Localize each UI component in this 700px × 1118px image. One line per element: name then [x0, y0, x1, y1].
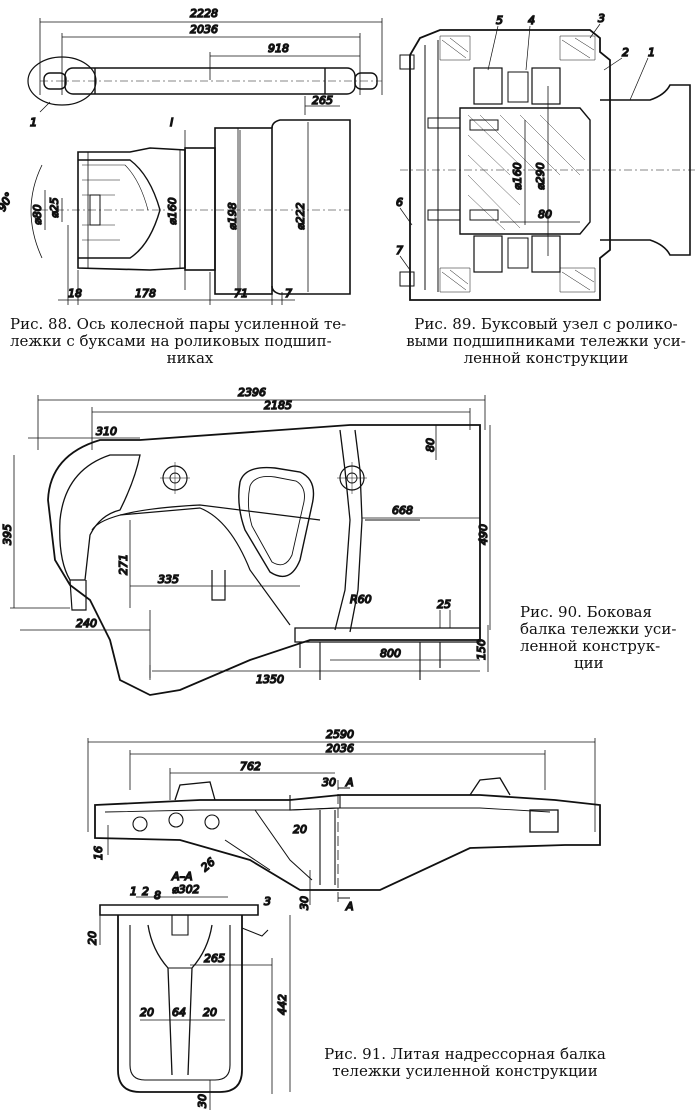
fig89-callout-1: 1: [648, 46, 655, 59]
fig91-dim-16: 16: [92, 846, 105, 860]
fig91-dim-265: 265: [204, 952, 225, 965]
fig91-section-title: А–А: [171, 870, 193, 883]
fig88-label-1: 1: [30, 116, 37, 129]
fig91-callout-3: 3: [264, 895, 271, 908]
fig91-dim-20-a: 20: [140, 1006, 154, 1019]
fig91-caption-line: Рис. 91. Литая надрессорная балка: [324, 1045, 606, 1063]
fig91-caption-line: тележки усиленной конструкции: [332, 1062, 598, 1080]
fig90-caption: Рис. 90. Боковая балка тележки уси- ленн…: [520, 604, 698, 672]
fig90-caption-line: ленной конструк-: [520, 637, 661, 655]
fig89-dim-d290: ⌀290: [534, 162, 547, 190]
fig89-callout-4: 4: [528, 14, 535, 27]
fig91-caption: Рис. 91. Литая надрессорная балка тележк…: [300, 1046, 630, 1080]
fig88-caption-line: Рис. 88. Ось колесной пары усиленной те-: [10, 315, 347, 333]
fig90-dim-271: 271: [117, 554, 130, 575]
fig89-callout-7: 7: [396, 244, 403, 257]
fig88-dim-18: 18: [68, 287, 82, 300]
fig90-dim-800: 800: [380, 647, 401, 660]
fig91-dim-30-bottom: 30: [298, 896, 311, 910]
fig91-dim-d302: ⌀302: [172, 883, 200, 896]
fig88-caption-line: лежки с буксами на роликовых подшип-: [10, 332, 332, 350]
fig90-dim-310: 310: [96, 425, 117, 438]
fig89-caption-line: выми подшипниками тележки уси-: [406, 332, 686, 350]
fig89-callout-2: 2: [622, 46, 629, 59]
fig88-drawing: [27, 18, 383, 305]
fig91-dim-762: 762: [240, 760, 261, 773]
fig90-dim-R60: R60: [350, 593, 372, 606]
fig89-caption-line: ленной конструкции: [463, 349, 629, 367]
fig90-caption-line: балка тележки уси-: [520, 620, 677, 638]
fig90-dim-668: 668: [392, 504, 413, 517]
fig89-callout-6: 6: [396, 196, 403, 209]
fig89-dim-d160: ⌀160: [511, 162, 524, 190]
fig88-dim-178: 178: [135, 287, 156, 300]
fig88-dim-7: 7: [285, 287, 292, 300]
fig90-dim-2185: 2185: [264, 399, 292, 412]
fig90-dim-150: 150: [475, 639, 488, 660]
fig90-drawing: [10, 395, 491, 696]
fig88-dim-d25: ⌀25: [48, 197, 61, 218]
fig91-drawing: [87, 738, 601, 1110]
fig91-callout-8: 8: [154, 889, 161, 902]
fig90-dim-240: 240: [76, 617, 97, 630]
fig91-dim-2590: 2590: [326, 728, 354, 741]
fig88-dim-265: 265: [312, 94, 333, 107]
fig90-dim-490: 490: [477, 524, 490, 545]
fig91-callout-1: 1: [130, 885, 137, 898]
fig88-label-I: I: [170, 116, 173, 129]
fig88-dim-2228: 2228: [190, 7, 218, 20]
fig88-caption: Рис. 88. Ось колесной пары усиленной те-…: [10, 316, 370, 367]
fig89-callout-5: 5: [496, 14, 503, 27]
fig91-dim-20-b: 20: [203, 1006, 217, 1019]
fig89-caption: Рис. 89. Буксовый узел с ролико- выми по…: [396, 316, 696, 367]
fig88-dim-71: 71: [234, 287, 248, 300]
fig90-dim-2396: 2396: [238, 386, 266, 399]
fig90-dim-335: 335: [158, 573, 179, 586]
fig88-dim-918: 918: [268, 42, 289, 55]
fig90-caption-line: Рис. 90. Боковая: [520, 603, 652, 621]
fig88-dim-d160: ⌀160: [166, 197, 179, 225]
fig91-callout-2: 2: [142, 885, 149, 898]
fig89-dim-80: 80: [538, 208, 552, 221]
fig91-dim-30-top: 30: [322, 776, 336, 789]
fig91-dim-442: 442: [276, 994, 289, 1015]
fig90-dim-80: 80: [424, 438, 437, 452]
fig91-dim-2036: 2036: [326, 742, 354, 755]
fig88-dim-d198: ⌀198: [226, 202, 239, 230]
fig90-dim-1350: 1350: [256, 673, 284, 686]
fig91-dim-30-section: 30: [196, 1094, 209, 1108]
fig90-dim-395: 395: [1, 524, 14, 545]
fig88-dim-d80: ⌀80: [31, 204, 44, 225]
fig91-dim-26: 26: [199, 855, 218, 874]
fig91-dim-20: 20: [293, 823, 307, 836]
fig89-drawing: [399, 23, 695, 301]
fig91-dim-64: 64: [172, 1006, 186, 1019]
fig88-dim-d222: ⌀222: [294, 202, 307, 230]
fig91-section-mark-bottom: А: [345, 900, 354, 913]
fig88-caption-line: никах: [166, 349, 214, 367]
fig88-dim-2036: 2036: [190, 23, 218, 36]
fig90-dim-25: 25: [437, 598, 451, 611]
fig89-caption-line: Рис. 89. Буксовый узел с ролико-: [414, 315, 678, 333]
fig90-caption-line: ции: [574, 654, 604, 672]
fig88-dim-90deg: 90°: [0, 190, 16, 213]
fig91-dim-20-left: 20: [86, 931, 99, 945]
fig89-callout-3: 3: [598, 12, 605, 25]
fig91-section-mark-top: А: [345, 776, 354, 789]
